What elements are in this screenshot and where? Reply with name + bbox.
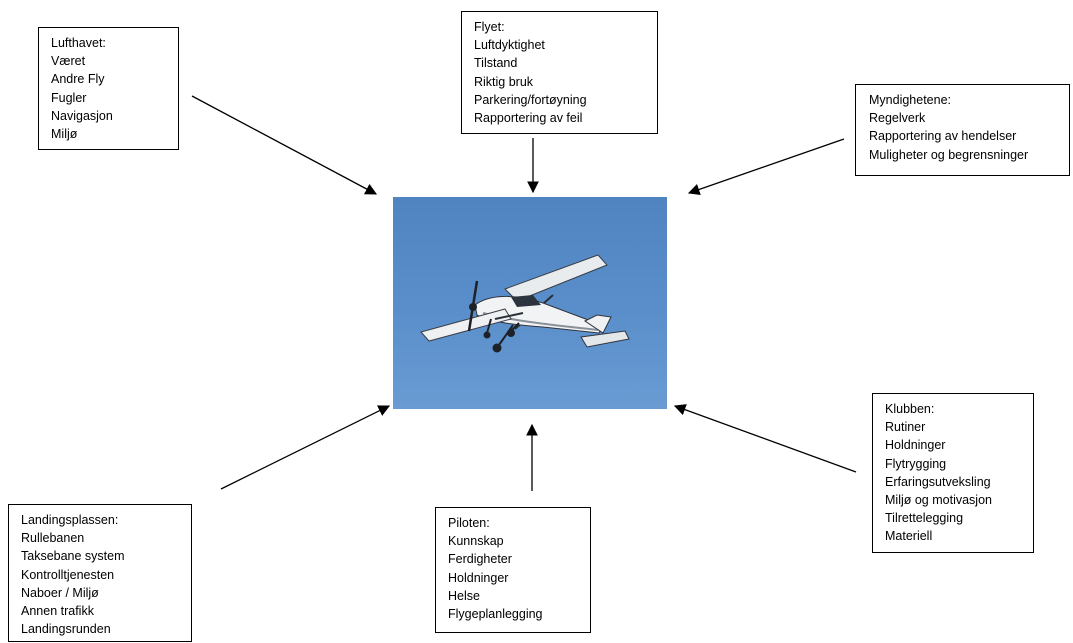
box-item: Været	[51, 54, 86, 69]
box-item: Rutiner	[885, 420, 926, 435]
box-title: Myndighetene:	[869, 93, 952, 107]
box-title: Landingsplassen:	[21, 513, 119, 527]
box-lufthavet: Lufthavet: Været Andre Fly Fugler Naviga…	[38, 27, 179, 150]
box-item: Andre Fly	[51, 72, 105, 87]
arrow-landingsplassen	[220, 405, 391, 490]
box-item: Luftdyktighet	[474, 38, 545, 53]
box-item: Annen trafikk	[21, 604, 94, 619]
box-item: Fugler	[51, 90, 87, 105]
box-item: Miljø og motivasjon	[885, 493, 992, 508]
box-item: Regelverk	[869, 111, 926, 126]
box-item: Tilstand	[474, 56, 518, 71]
box-klubben: Klubben: Rutiner Holdninger Flytrygging …	[872, 393, 1034, 553]
box-item: Rapportering av hendelser	[869, 129, 1017, 144]
box-title: Piloten:	[448, 516, 490, 530]
box-item: Kunnskap	[448, 534, 504, 549]
arrow-klubben	[673, 404, 857, 473]
box-item: Materiell	[885, 529, 933, 544]
box-item: Flytrygging	[885, 456, 947, 471]
aircraft-illustration	[420, 254, 630, 353]
box-item: Ferdigheter	[448, 552, 512, 567]
box-item: Taksebane system	[21, 549, 125, 564]
box-item: Navigasjon	[51, 108, 113, 123]
box-item: Holdninger	[448, 570, 509, 585]
box-item: Rapportering av feil	[474, 111, 583, 126]
box-item: Parkering/fortøyning	[474, 92, 587, 107]
box-landingsplassen: Landingsplassen: Rullebanen Taksebane sy…	[8, 504, 192, 642]
box-item: Muligheter og begrensninger	[869, 147, 1029, 162]
box-item: Flygeplanlegging	[448, 607, 543, 622]
box-title: Flyet:	[474, 20, 505, 34]
box-title: Klubben:	[885, 402, 935, 416]
box-item: Miljø	[51, 127, 78, 142]
center-aircraft-photo	[393, 197, 667, 409]
box-myndighetene: Myndighetene: Regelverk Rapportering av …	[855, 84, 1070, 176]
arrow-myndighetene	[687, 138, 845, 196]
box-item: Kontrolltjenesten	[21, 567, 115, 582]
box-item: Riktig bruk	[474, 74, 534, 89]
arrow-lufthavet	[191, 95, 378, 195]
box-title: Lufthavet:	[51, 36, 106, 50]
box-item: Landingsrunden	[21, 622, 111, 637]
box-item: Helse	[448, 588, 480, 603]
box-item: Tilrettelegging	[885, 511, 964, 526]
box-item: Holdninger	[885, 438, 946, 453]
box-flyet: Flyet: Luftdyktighet Tilstand Riktig bru…	[461, 11, 658, 134]
box-item: Naboer / Miljø	[21, 585, 99, 600]
box-piloten: Piloten: Kunnskap Ferdigheter Holdninger…	[435, 507, 591, 633]
box-item: Rullebanen	[21, 531, 85, 546]
box-item: Erfaringsutveksling	[885, 474, 991, 489]
